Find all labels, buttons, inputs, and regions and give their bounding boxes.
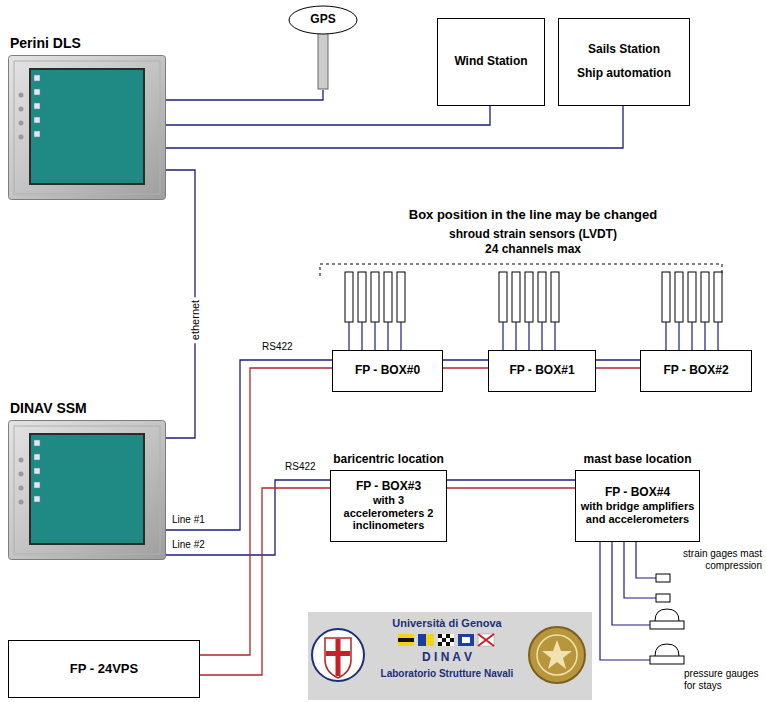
node-text: with bridge amplifiers and accelerometer… <box>580 500 695 525</box>
computer-monitor: Perini DLS <box>8 55 166 200</box>
power-line <box>200 488 330 675</box>
monitor-outline <box>8 420 166 560</box>
node-heading: mast base location <box>583 453 691 467</box>
signal-line <box>166 480 330 555</box>
signal-line <box>447 479 575 480</box>
signal-line <box>166 90 323 100</box>
field-box: FP - BOX#1 <box>488 350 596 392</box>
logo-text: Università di Genova <box>372 617 522 630</box>
connector-label: ethernet <box>189 297 201 343</box>
node-body: FP - BOX#3with 3 accelerometers 2 inclin… <box>331 471 446 541</box>
node-text: FP - BOX#0 <box>355 364 420 378</box>
connector <box>200 488 330 675</box>
station-box: Sails StationShip automation <box>558 18 690 106</box>
node-text: Ship automation <box>577 67 671 81</box>
sensor-wires <box>349 322 718 350</box>
pressure-gauge-symbol <box>650 609 684 664</box>
node-body <box>8 55 166 200</box>
connector <box>166 90 323 100</box>
power-supply-box: FP - 24VPS <box>8 640 200 698</box>
logo-text: D I N A V <box>372 650 522 664</box>
node-body: FP - BOX#0 <box>333 351 442 391</box>
signal-line <box>166 106 490 125</box>
node-body: FP - BOX#4with bridge amplifiers and acc… <box>576 471 699 541</box>
node-text: FP - BOX#4 <box>605 486 670 500</box>
field-box: baricentric locationFP - BOX#3with 3 acc… <box>330 470 447 542</box>
connector <box>166 360 332 530</box>
logo-text: Laboratorio Strutture Navali <box>367 668 527 680</box>
station-box: Wind Station <box>437 18 545 106</box>
connector <box>166 480 330 555</box>
sensor-label: strain gages mast compression <box>678 548 762 572</box>
line-name: Line #2 <box>172 539 205 551</box>
gauge-wires <box>600 542 656 660</box>
group-label: 24 channels max <box>333 242 733 256</box>
connector <box>596 360 640 368</box>
node-body: Sails StationShip automation <box>559 19 689 105</box>
lvdt-sensors <box>345 272 722 322</box>
power-line <box>200 368 332 655</box>
node-body: Wind Station <box>438 19 544 105</box>
signal-line <box>443 359 488 360</box>
node-heading: DINAV SSM <box>10 400 87 416</box>
signal-line <box>166 106 623 148</box>
signal-name: RS422 <box>285 461 316 473</box>
node-text: FP - BOX#2 <box>663 364 728 378</box>
connector <box>166 106 623 148</box>
group-label: shroud strain sensors (LVDT) <box>333 227 733 241</box>
sensor-label: pressure gauges for stays <box>684 668 764 692</box>
field-box: FP - BOX#2 <box>640 350 752 392</box>
node-text: GPS <box>310 13 335 27</box>
note: Box position in the line may be changed <box>333 207 733 223</box>
monitor-outline <box>8 55 166 200</box>
gps-antenna: GPS <box>288 5 358 90</box>
node-body: FP - BOX#1 <box>489 351 595 391</box>
node-text: Wind Station <box>454 55 527 69</box>
signal-line <box>166 360 332 530</box>
node-text: FP - BOX#1 <box>509 364 574 378</box>
power-line <box>443 367 488 368</box>
node-text: FP - 24VPS <box>70 662 138 677</box>
field-box: mast base locationFP - BOX#4with bridge … <box>575 470 700 542</box>
field-box: FP - BOX#0 <box>332 350 443 392</box>
signal-name: RS422 <box>262 341 293 353</box>
line-name: Line #1 <box>172 514 205 526</box>
node-body: FP - BOX#2 <box>641 351 751 391</box>
node-text: with 3 accelerometers 2 inclinometers <box>335 494 442 532</box>
node-body <box>8 420 166 560</box>
connector <box>200 368 332 655</box>
logo <box>308 612 592 700</box>
signal-line <box>596 359 640 360</box>
node-text: Sails Station <box>588 43 660 57</box>
node-text: FP - BOX#3 <box>356 480 421 494</box>
node-body: GPS <box>288 5 358 35</box>
power-line <box>596 367 640 368</box>
computer-monitor: DINAV SSM <box>8 420 166 560</box>
connector <box>166 106 490 125</box>
node-body: FP - 24VPS <box>9 641 199 697</box>
connector <box>443 360 488 368</box>
node-heading: baricentric location <box>333 453 444 467</box>
node-heading: Perini DLS <box>10 35 81 51</box>
connector <box>447 480 575 488</box>
power-line <box>447 487 575 488</box>
strain-gage-symbol <box>656 574 670 602</box>
